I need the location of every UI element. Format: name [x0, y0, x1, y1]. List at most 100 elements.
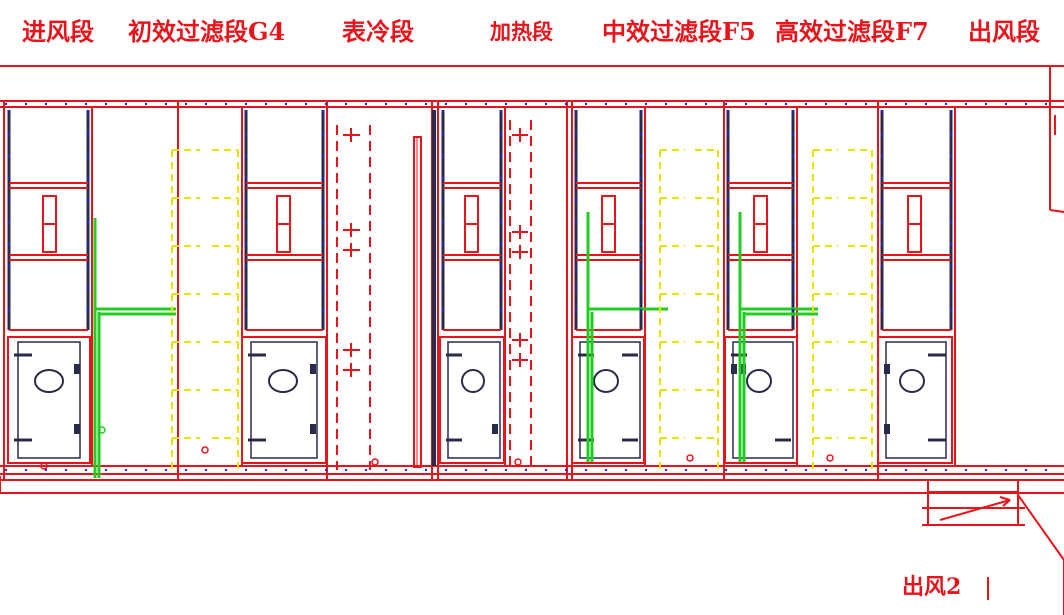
- bolt-dot: [584, 102, 588, 106]
- bolt-dot: [664, 468, 668, 472]
- bolt-dot: [949, 176, 953, 180]
- bolt-dot: [704, 468, 708, 472]
- bolt-dot: [7, 308, 11, 312]
- bolt-dot: [424, 102, 428, 106]
- bolt-dot: [4, 468, 8, 472]
- bolt-dot: [880, 110, 884, 114]
- bolt-dot: [984, 468, 988, 472]
- bolt-dot: [86, 176, 90, 180]
- bolt-dot: [949, 264, 953, 268]
- bolt-dot: [384, 102, 388, 106]
- bolt-dot: [224, 102, 228, 106]
- panel-posts: [7, 110, 953, 466]
- bolt-dot: [321, 286, 325, 290]
- section-label-outlet: 出风段: [968, 17, 1040, 46]
- bolt-dot: [791, 176, 795, 180]
- bolt-dot: [86, 264, 90, 268]
- bolt-dot: [791, 110, 795, 114]
- bolt-dot: [791, 154, 795, 158]
- bolt-dot: [441, 176, 445, 180]
- bolt-dot: [949, 220, 953, 224]
- bolt-dot: [924, 468, 928, 472]
- bolt-dot: [124, 102, 128, 106]
- bolt-dot: [574, 286, 578, 290]
- bolt-dot: [404, 468, 408, 472]
- bolt-dot: [639, 220, 643, 224]
- bolt-dot: [224, 468, 228, 472]
- bolt-dot: [1024, 468, 1028, 472]
- bolt-dot: [441, 242, 445, 246]
- bolt-dot: [764, 102, 768, 106]
- bolt-dot: [639, 198, 643, 202]
- bolt-dot: [324, 468, 328, 472]
- bolt-dot: [184, 102, 188, 106]
- bolt-dot: [244, 132, 248, 136]
- bolt-dot: [7, 198, 11, 202]
- bolt-dot: [499, 176, 503, 180]
- bolt-dot: [726, 132, 730, 136]
- bolt-dot: [441, 154, 445, 158]
- bolt-dot: [484, 102, 488, 106]
- bolt-dot: [321, 220, 325, 224]
- bolt-dot: [484, 468, 488, 472]
- bolt-dot: [784, 468, 788, 472]
- drain-markers: [40, 426, 834, 470]
- bolt-dot: [499, 308, 503, 312]
- bolt-dot: [24, 102, 28, 106]
- bolt-dot: [321, 110, 325, 114]
- bolt-dot: [880, 198, 884, 202]
- bolt-dot: [4, 102, 8, 106]
- bolt-dot: [244, 264, 248, 268]
- bolt-dot: [244, 468, 248, 472]
- bolt-dot: [86, 220, 90, 224]
- bolt-dot: [441, 110, 445, 114]
- bolt-dot: [244, 176, 248, 180]
- bolt-dot: [949, 198, 953, 202]
- section-label-cooling: 表冷段: [342, 17, 414, 46]
- bolt-dot: [984, 102, 988, 106]
- bolt-dot: [441, 264, 445, 268]
- bolt-dot: [944, 468, 948, 472]
- bolt-dot: [684, 468, 688, 472]
- bolt-dot: [824, 102, 828, 106]
- bolt-dot: [574, 198, 578, 202]
- bolt-dot: [624, 102, 628, 106]
- bolt-dot: [7, 286, 11, 290]
- bolt-dot: [499, 220, 503, 224]
- bolt-dot: [639, 154, 643, 158]
- bolt-dot: [574, 220, 578, 224]
- section-label-high-filter: 高效过滤段F7: [775, 17, 929, 46]
- bolt-dot: [949, 154, 953, 158]
- bolt-dot: [499, 264, 503, 268]
- bolt-dot: [791, 308, 795, 312]
- bolt-dot: [86, 110, 90, 114]
- bolt-dot: [1044, 102, 1048, 106]
- bolt-dot: [7, 110, 11, 114]
- bolt-dot: [639, 176, 643, 180]
- bolt-dot: [726, 220, 730, 224]
- bolt-dot: [304, 102, 308, 106]
- bolt-dot: [880, 132, 884, 136]
- bolt-dot: [664, 102, 668, 106]
- bolt-dot: [764, 468, 768, 472]
- bolt-dot: [949, 110, 953, 114]
- bolt-dot: [884, 468, 888, 472]
- bolt-dot: [1024, 102, 1028, 106]
- bolt-dot: [499, 198, 503, 202]
- bolt-dot: [124, 468, 128, 472]
- bolt-dot: [639, 110, 643, 114]
- bolt-dot: [204, 102, 208, 106]
- bolt-dot: [321, 308, 325, 312]
- bolt-dot: [880, 308, 884, 312]
- bolt-dot: [544, 102, 548, 106]
- bolt-dot: [264, 468, 268, 472]
- bolt-dot: [726, 286, 730, 290]
- bolt-dot: [791, 198, 795, 202]
- bolt-dot: [86, 154, 90, 158]
- bolt-dot: [1004, 102, 1008, 106]
- bolt-dot: [441, 132, 445, 136]
- bolt-dot: [7, 154, 11, 158]
- bolt-dot: [584, 468, 588, 472]
- bolt-dot: [574, 242, 578, 246]
- bolt-dot: [264, 102, 268, 106]
